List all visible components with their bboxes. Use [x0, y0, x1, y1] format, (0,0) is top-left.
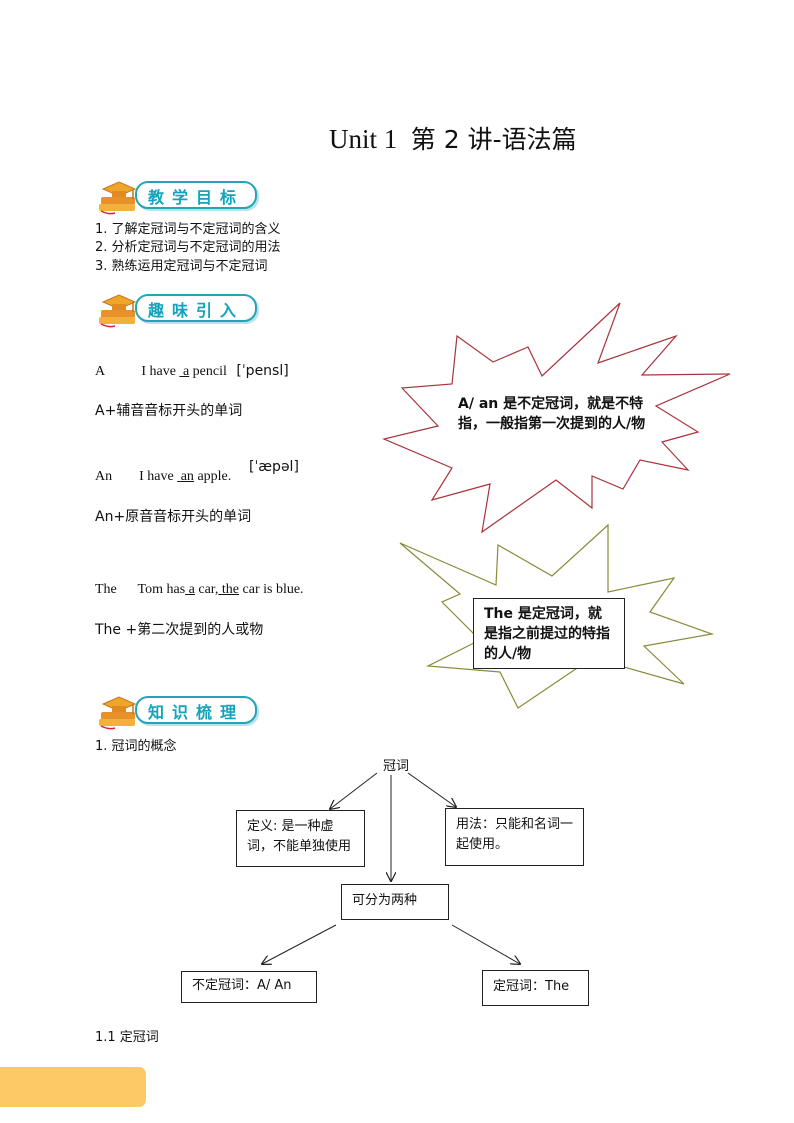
intro-the-sentence: Tom has [137, 582, 186, 597]
intro-a-word: pencil [192, 364, 227, 379]
goal-3: 3. 熟练运用定冠词与不定冠词 [95, 259, 268, 274]
arrow-to-definite [451, 924, 520, 964]
diagram-divide: 可分为两种 [352, 893, 418, 908]
diagram-definition-box: 定义: 是一种虚词，不能单独使用 [236, 810, 365, 867]
diagram-definition: 定义: 是一种虚词，不能单独使用 [247, 819, 352, 854]
diagram-usage-box: 用法：只能和名词一起使用。 [445, 808, 584, 866]
diagram-indefinite-box: 不定冠词：A/ An [181, 971, 317, 1003]
section-badge-intro: 趣味引入 [97, 290, 262, 328]
knowledge-item-1: 1. 冠词的概念 [95, 739, 177, 754]
arrow-to-usage [407, 772, 456, 807]
title-unit: Unit 1 [329, 124, 398, 154]
section-title-goals: 教学目标 [147, 188, 244, 207]
intro-an-line: An I have an apple. [95, 469, 231, 485]
callout-olive-text: The 是定冠词，就是指之前提过的特指的人/物 [484, 606, 610, 662]
intro-the-mid: car, [198, 582, 219, 597]
callout-olive-box: The 是定冠词，就是指之前提过的特指的人/物 [473, 598, 625, 669]
diagram-usage: 用法：只能和名词一起使用。 [456, 817, 574, 852]
intro-the-rule: The +第二次提到的人或物 [95, 622, 264, 638]
intro-the-article: the [221, 582, 240, 597]
intro-the-article-a: a [188, 582, 195, 597]
books-cap-icon [99, 181, 137, 215]
intro-a-rule: A+辅音音标开头的单词 [95, 403, 243, 419]
intro-a-line: A I have a pencil [ˈpensl] [95, 363, 289, 380]
footer-tab [0, 1067, 146, 1107]
intro-an-label: An [95, 469, 113, 484]
books-cap-icon [99, 294, 137, 328]
intro-an-word: apple. [197, 469, 232, 484]
intro-a-label: A [95, 364, 105, 379]
goal-2: 2. 分析定冠词与不定冠词的用法 [95, 240, 281, 255]
intro-a-phonetic: [ˈpensl] [236, 363, 289, 379]
intro-an-article: an [180, 469, 194, 484]
page-title: Unit 1 第 2 讲-语法篇 [329, 120, 577, 156]
diagram-root: 冠词 [383, 759, 410, 774]
section-title-knowledge: 知识梳理 [147, 703, 244, 722]
diagram-definite-box: 定冠词：The [482, 970, 589, 1006]
intro-an-phonetic: [ˈæpəl] [249, 459, 299, 475]
diagram-divide-box: 可分为两种 [341, 884, 449, 920]
section-badge-goals: 教学目标 [97, 177, 262, 215]
intro-an-sentence: I have [139, 469, 174, 484]
intro-the-label: The [95, 582, 117, 597]
section-badge-knowledge: 知识梳理 [97, 692, 262, 730]
intro-a-sentence: I have [141, 364, 176, 379]
knowledge-item-1-1: 1.1 定冠词 [95, 1030, 159, 1045]
arrow-to-definition [330, 772, 378, 809]
callout-red-text: A/ an 是不定冠词，就是不特指，一般指第一次提到的人/物 [458, 396, 646, 432]
goal-1: 1. 了解定冠词与不定冠词的含义 [95, 222, 281, 237]
intro-the-end: car is blue. [242, 582, 304, 597]
books-cap-icon [99, 696, 137, 730]
intro-a-article: a [182, 364, 190, 379]
callout-starburst-red [382, 302, 731, 534]
intro-the-line: The Tom has a car, the car is blue. [95, 582, 304, 598]
diagram-indefinite: 不定冠词：A/ An [192, 978, 292, 993]
arrow-to-indefinite [262, 924, 337, 964]
diagram-definite: 定冠词：The [493, 979, 570, 994]
section-title-intro: 趣味引入 [147, 301, 244, 320]
intro-an-rule: An+原音音标开头的单词 [95, 509, 252, 525]
title-lecture: 第 2 讲-语法篇 [410, 125, 577, 154]
